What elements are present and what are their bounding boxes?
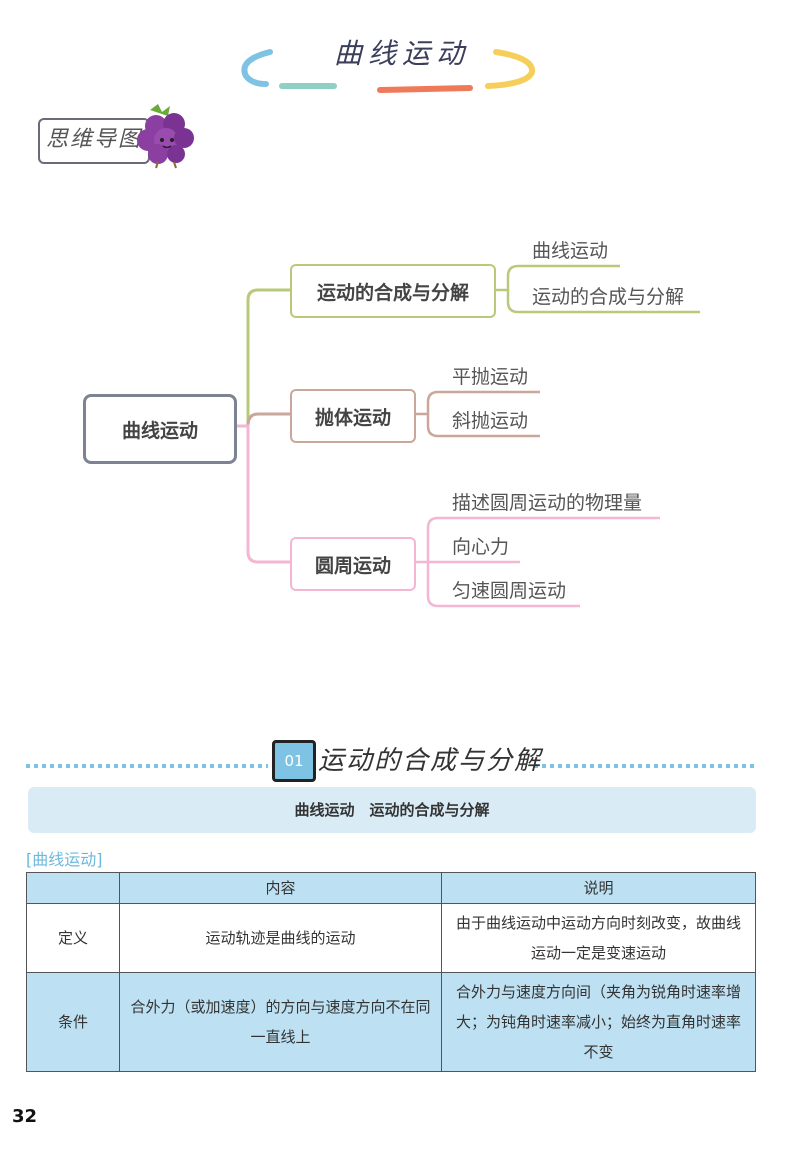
- section-band: 曲线运动 运动的合成与分解: [28, 787, 756, 833]
- mindmap-leaf: 斜抛运动: [452, 410, 529, 432]
- grape-mascot-icon: [137, 104, 194, 169]
- table-header-cell: [26, 872, 120, 904]
- table-header-row: 内容 说明: [26, 872, 756, 904]
- row-content: 合外力（或加速度）的方向与速度方向不在同一直线上: [119, 972, 442, 1072]
- row-label: 条件: [26, 972, 120, 1072]
- row-label: 定义: [26, 903, 120, 973]
- mindmap-leaf: 平抛运动: [452, 366, 529, 388]
- section-title: 运动的合成与分解: [318, 746, 543, 776]
- page-title: 曲线运动: [333, 37, 470, 70]
- row-note: 合外力与速度方向间（夹角为锐角时速率增大；为钝角时速率减小；始终为直角时速率不变: [441, 972, 756, 1072]
- mindmap-root: 曲线运动: [83, 394, 237, 464]
- table-row: 条件 合外力（或加速度）的方向与速度方向不在同一直线上 合外力与速度方向间（夹角…: [26, 972, 756, 1072]
- mindmap-branch-2: 抛体运动: [290, 389, 416, 443]
- mindmap-leaf: 向心力: [452, 536, 510, 558]
- content-table: 内容 说明 定义 运动轨迹是曲线的运动 由于曲线运动中运动方向时刻改变，故曲线运…: [26, 872, 756, 1072]
- mindmap-branch-3: 圆周运动: [290, 537, 416, 591]
- mindmap-leaf: 曲线运动: [532, 240, 609, 262]
- mindmap-branch-1: 运动的合成与分解: [290, 264, 496, 318]
- mindmap-connectors: [234, 264, 700, 608]
- section-number-badge: 01: [272, 740, 316, 782]
- title-decoration: [241, 49, 536, 93]
- table-row: 定义 运动轨迹是曲线的运动 由于曲线运动中运动方向时刻改变，故曲线运动一定是变速…: [26, 903, 756, 973]
- page-number: 32: [12, 1106, 38, 1127]
- row-content: 运动轨迹是曲线的运动: [119, 903, 442, 973]
- mindmap-badge-label: 思维导图: [45, 127, 142, 152]
- table-header-cell: 说明: [441, 872, 756, 904]
- mindmap-leaf: 匀速圆周运动: [452, 580, 567, 602]
- section-dotted-line: [26, 764, 756, 768]
- mindmap-leaf: 描述圆周运动的物理量: [452, 492, 643, 514]
- mindmap-leaf: 运动的合成与分解: [532, 286, 685, 308]
- table-header-cell: 内容: [119, 872, 442, 904]
- row-note: 由于曲线运动中运动方向时刻改变，故曲线运动一定是变速运动: [441, 903, 756, 973]
- mindmap-badge: 思维导图: [38, 118, 150, 164]
- table-subheading: [曲线运动]: [26, 850, 103, 869]
